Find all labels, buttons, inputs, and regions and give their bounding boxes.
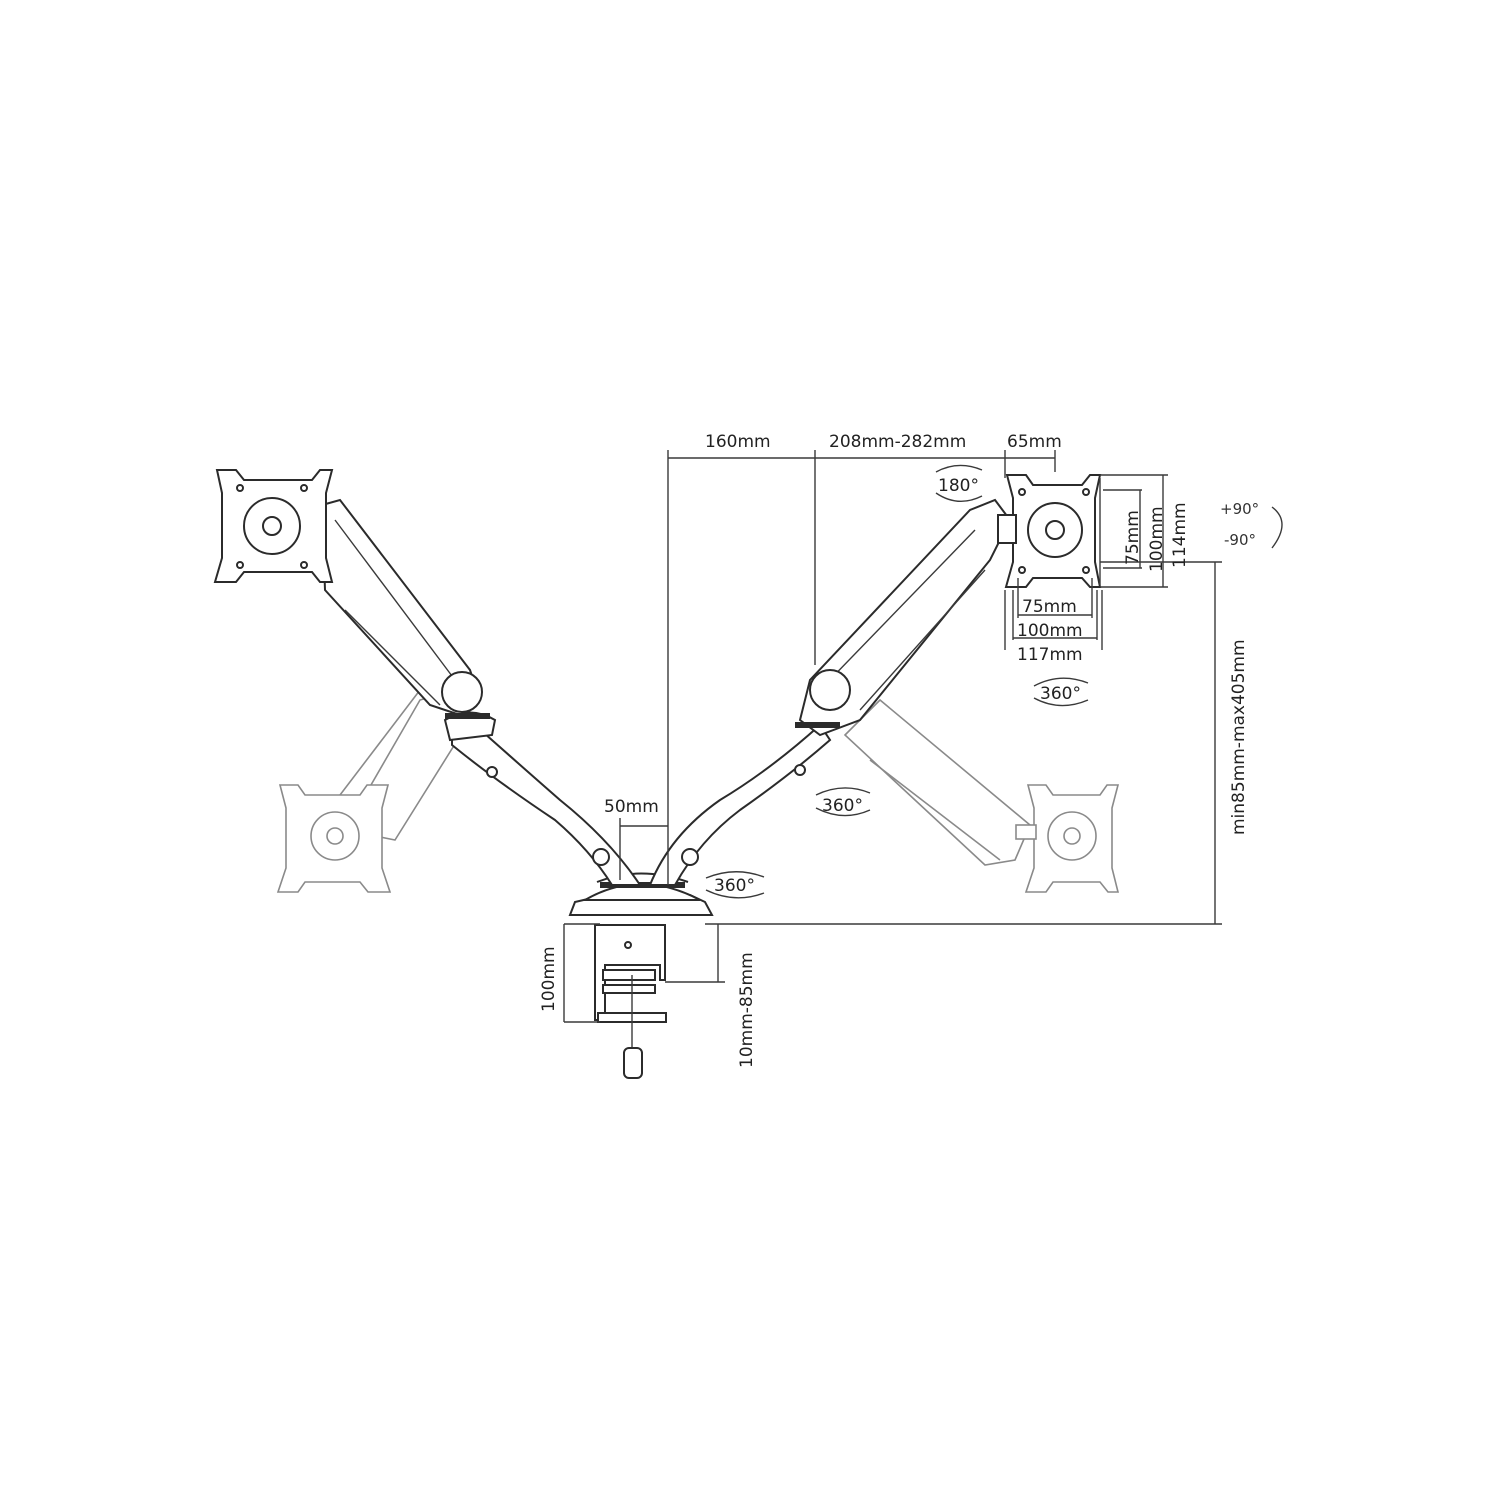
head-offset-label: 65mm bbox=[1007, 432, 1062, 452]
pole-spacing-label: 50mm bbox=[604, 797, 659, 817]
head-swivel-label: 360° bbox=[1040, 684, 1081, 704]
base-swivel-label: 360° bbox=[714, 876, 755, 896]
clamp-height-label: 100mm bbox=[539, 946, 559, 1012]
left-vesa-plate bbox=[213, 469, 334, 583]
vesa-small-v-label: 75mm bbox=[1123, 510, 1143, 565]
left-lower-arm bbox=[443, 711, 642, 886]
tilt-label: 180° bbox=[938, 476, 979, 496]
rotation-indicators bbox=[705, 464, 1283, 899]
right-vesa-plate bbox=[997, 474, 1102, 588]
height-range-label: min85mm-max405mm bbox=[1229, 639, 1249, 835]
vesa-large-h-label: 100mm bbox=[1017, 621, 1083, 641]
desk-clamp bbox=[594, 924, 667, 1079]
ghost-right-arm bbox=[843, 698, 1031, 866]
rotate-minus-label: -90° bbox=[1224, 531, 1256, 549]
arm-extension-label: 208mm-282mm bbox=[829, 432, 966, 452]
right-lower-arm bbox=[648, 723, 832, 886]
base-assembly bbox=[568, 872, 714, 916]
ghost-right-vesa-plate bbox=[1015, 784, 1120, 893]
desk-thickness-label: 10mm-85mm bbox=[737, 952, 757, 1068]
rotate-plus-label: +90° bbox=[1220, 500, 1259, 518]
right-upper-arm bbox=[795, 498, 1012, 737]
left-upper-arm bbox=[320, 498, 490, 719]
plate-height-label: 114mm bbox=[1170, 502, 1190, 568]
dimension-lines bbox=[563, 450, 1222, 1023]
ghost-left-vesa-plate bbox=[276, 784, 392, 893]
arm-offset-label: 160mm bbox=[705, 432, 771, 452]
arm-swivel-label: 360° bbox=[822, 796, 863, 816]
vesa-small-h-label: 75mm bbox=[1022, 597, 1077, 617]
plate-width-label: 117mm bbox=[1017, 645, 1083, 665]
vesa-large-v-label: 100mm bbox=[1147, 506, 1167, 572]
